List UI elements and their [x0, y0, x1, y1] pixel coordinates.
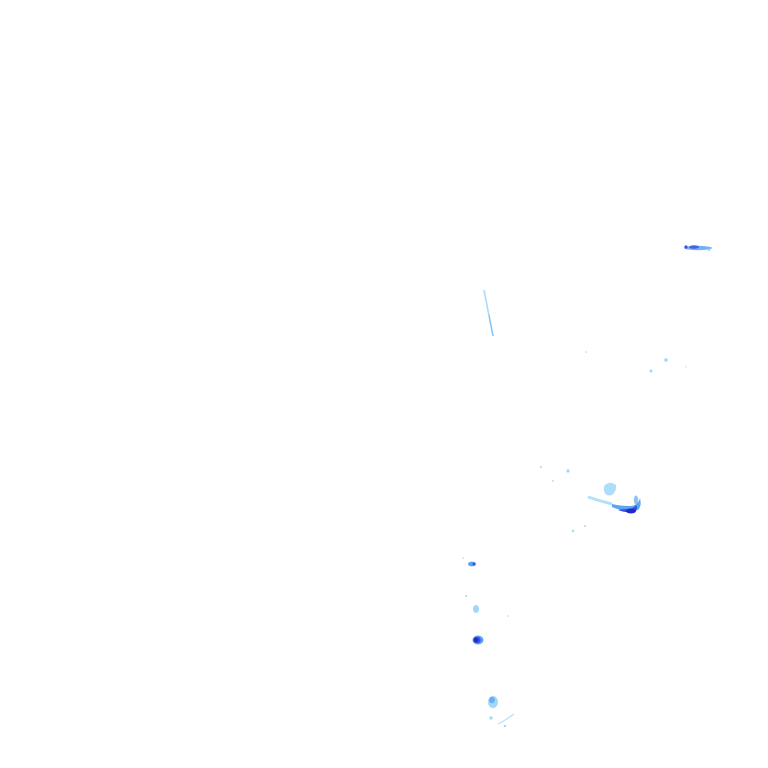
echo-cell-south — [462, 557, 509, 645]
echo-cell-northeast — [684, 245, 712, 252]
echo-cell-far-south — [488, 696, 515, 728]
echo-streak-central — [483, 289, 494, 337]
echo-specks-east — [585, 351, 687, 373]
echo-cell-southeast — [540, 466, 641, 533]
